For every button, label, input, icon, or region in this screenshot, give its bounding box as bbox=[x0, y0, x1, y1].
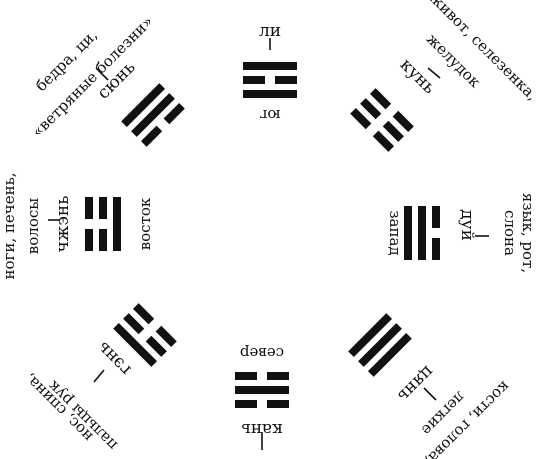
trigram-li: ли юг bbox=[243, 21, 297, 124]
trigram-dui-line-3-solid bbox=[404, 206, 412, 260]
trigram-gen-connector bbox=[93, 369, 105, 383]
trigram-qian-symbol bbox=[348, 313, 412, 377]
trigram-qian-line-3-solid bbox=[348, 313, 393, 358]
trigram-dui-body-2: слона bbox=[501, 210, 519, 256]
trigram-dui-direction: запад bbox=[386, 210, 404, 255]
trigram-kan-symbol bbox=[235, 372, 289, 408]
trigram-qian-connector bbox=[423, 387, 437, 401]
trigram-xun-line-3-broken-1 bbox=[140, 125, 163, 147]
trigram-xun-line-1-solid bbox=[121, 83, 166, 128]
trigram-zhen-body-2: волосы bbox=[24, 198, 42, 254]
trigram-kun-name: кунь bbox=[396, 55, 439, 98]
trigram-kan-line-1-broken-1 bbox=[267, 400, 289, 408]
trigram-kun-line-1-broken-2 bbox=[392, 110, 414, 133]
trigram-qian-line-1-solid bbox=[367, 332, 412, 377]
trigram-li-line-1-solid bbox=[243, 62, 297, 70]
trigram-qian: цянь кости, голова, легкие bbox=[348, 313, 514, 459]
trigram-zhen-direction: восток bbox=[136, 197, 154, 250]
trigram-dui-line-2-solid bbox=[418, 206, 426, 260]
trigram-zhen-line-3-solid bbox=[113, 197, 121, 251]
trigram-kun-line-3-broken-1 bbox=[350, 107, 372, 130]
trigram-zhen-body-1: ноги, печень, bbox=[0, 172, 18, 279]
trigram-zhen: чжэнь восток ноги, печень, волосы bbox=[0, 172, 154, 279]
trigram-gen: гэнь нос, спина, пальцы рук bbox=[21, 303, 177, 454]
trigram-kun-symbol bbox=[350, 88, 414, 152]
trigram-xun-symbol bbox=[121, 83, 185, 147]
trigram-kan-direction: север bbox=[240, 344, 284, 362]
trigram-kun-connector bbox=[427, 67, 441, 79]
trigram-gen-line-2-broken-1 bbox=[145, 335, 167, 357]
trigram-gen-line-2-broken-2 bbox=[123, 313, 145, 335]
trigram-kun-line-2-broken-2 bbox=[382, 120, 404, 142]
trigram-xun: сюнь бедра, ци, «ветряные болезни» bbox=[28, 12, 185, 147]
trigram-dui-name: дуй bbox=[457, 209, 477, 241]
trigram-zhen-line-2-broken-2 bbox=[99, 197, 107, 219]
trigram-dui: запад дуй язык, рот, слона bbox=[386, 193, 537, 273]
trigram-kan-line-3-broken-2 bbox=[235, 372, 257, 380]
trigram-dui-line-1-broken-2 bbox=[432, 238, 440, 260]
trigram-xun-connector bbox=[95, 67, 109, 81]
trigram-dui-body-1: язык, рот, bbox=[519, 193, 537, 273]
trigram-kun-line-1-broken-1 bbox=[369, 88, 392, 110]
trigram-li-line-3-solid bbox=[243, 90, 297, 98]
trigram-gen-line-3-broken-2 bbox=[132, 303, 155, 325]
trigram-zhen-symbol bbox=[85, 197, 121, 251]
trigram-gen-line-3-broken-1 bbox=[155, 325, 177, 348]
trigram-kan-line-2-solid bbox=[235, 386, 289, 394]
trigram-xun-line-3-broken-2 bbox=[163, 102, 185, 125]
trigram-zhen-line-2-broken-1 bbox=[99, 229, 107, 251]
trigram-kun-line-2-broken-1 bbox=[360, 98, 382, 120]
trigram-zhen-name: чжэнь bbox=[53, 196, 73, 253]
trigram-gen-line-1-solid bbox=[113, 322, 158, 367]
trigram-zhen-line-1-broken-1 bbox=[85, 229, 93, 251]
trigram-li-line-2-broken-1 bbox=[243, 76, 265, 84]
trigram-kun: кунь живот, селезенка, желудок bbox=[350, 0, 539, 152]
trigram-li-direction: юг bbox=[259, 106, 280, 124]
trigram-dui-line-1-broken-1 bbox=[432, 206, 440, 228]
trigram-kan-line-1-broken-2 bbox=[235, 400, 257, 408]
trigram-qian-line-2-solid bbox=[358, 323, 402, 367]
trigram-kun-line-3-broken-2 bbox=[372, 130, 395, 152]
trigram-zhen-line-1-broken-2 bbox=[85, 197, 93, 219]
trigram-gen-symbol bbox=[113, 303, 177, 367]
trigram-li-name: ли bbox=[259, 21, 281, 41]
trigram-dui-symbol bbox=[404, 206, 440, 260]
trigram-li-line-2-broken-2 bbox=[275, 76, 297, 84]
trigram-kan: север кань bbox=[235, 344, 289, 450]
trigram-kan-line-3-broken-1 bbox=[267, 372, 289, 380]
trigram-li-symbol bbox=[243, 62, 297, 98]
trigram-kan-name: кань bbox=[241, 419, 282, 439]
trigram-xun-line-2-solid bbox=[131, 93, 175, 137]
trigram-qian-name: цянь bbox=[394, 362, 438, 406]
